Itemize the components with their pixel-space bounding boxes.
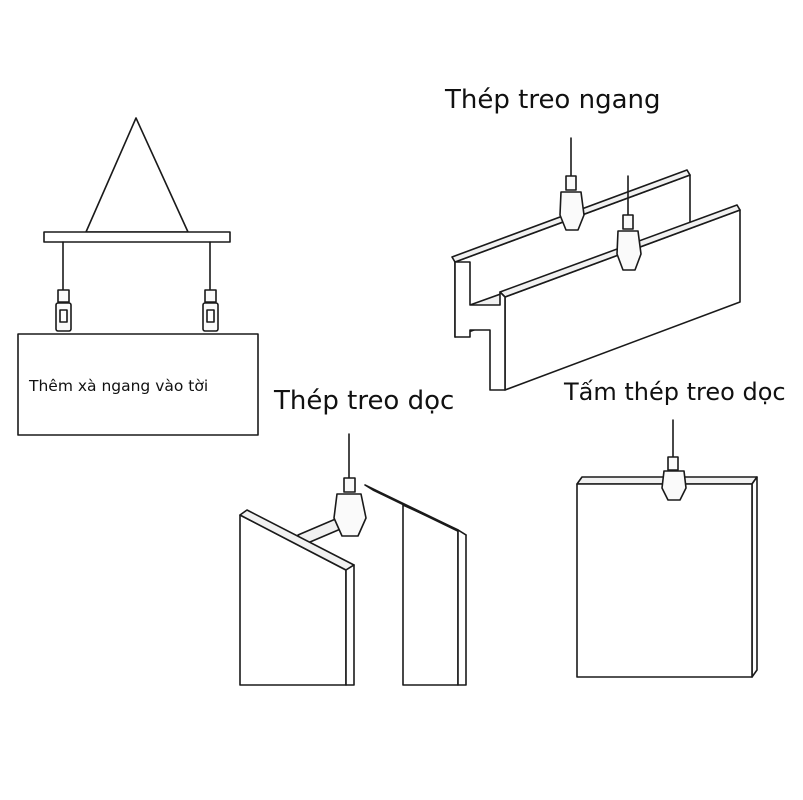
vertical-beam-figure xyxy=(239,433,467,686)
back-flange-vertical xyxy=(402,504,459,686)
right-clamp-jaw xyxy=(206,309,215,323)
front-flange-side xyxy=(345,564,355,686)
beam-clamp-2 xyxy=(616,230,642,271)
left-shackle xyxy=(57,289,70,303)
spreader-beam xyxy=(43,231,231,243)
shackle-plate xyxy=(667,456,679,471)
plate-clamp xyxy=(661,470,687,501)
back-flange-side xyxy=(457,529,467,686)
left-clamp-jaw xyxy=(59,309,68,323)
right-shackle xyxy=(204,289,217,303)
horizontal-beam-figure xyxy=(451,137,741,391)
beam-end-section xyxy=(454,261,506,391)
shackle-vertical xyxy=(343,477,356,493)
spreader-beam-figure xyxy=(17,117,259,436)
horizontal-beam-title: Thép treo ngang xyxy=(445,85,661,115)
shackle-1 xyxy=(565,175,577,191)
vertical-plate-title: Tấm thép treo dọc xyxy=(564,378,786,406)
spreader-beam-caption: Thêm xà ngang vào tời xyxy=(29,377,209,395)
steel-plate xyxy=(576,483,753,678)
shackle-2 xyxy=(622,214,634,230)
vertical-beam-title: Thép treo dọc xyxy=(274,386,455,416)
sling-triangle xyxy=(85,117,189,233)
vertical-plate-figure xyxy=(576,419,758,678)
beam-clamp-1 xyxy=(559,191,585,231)
vertical-beam-clamp xyxy=(333,493,367,537)
lifted-plate xyxy=(17,333,259,436)
